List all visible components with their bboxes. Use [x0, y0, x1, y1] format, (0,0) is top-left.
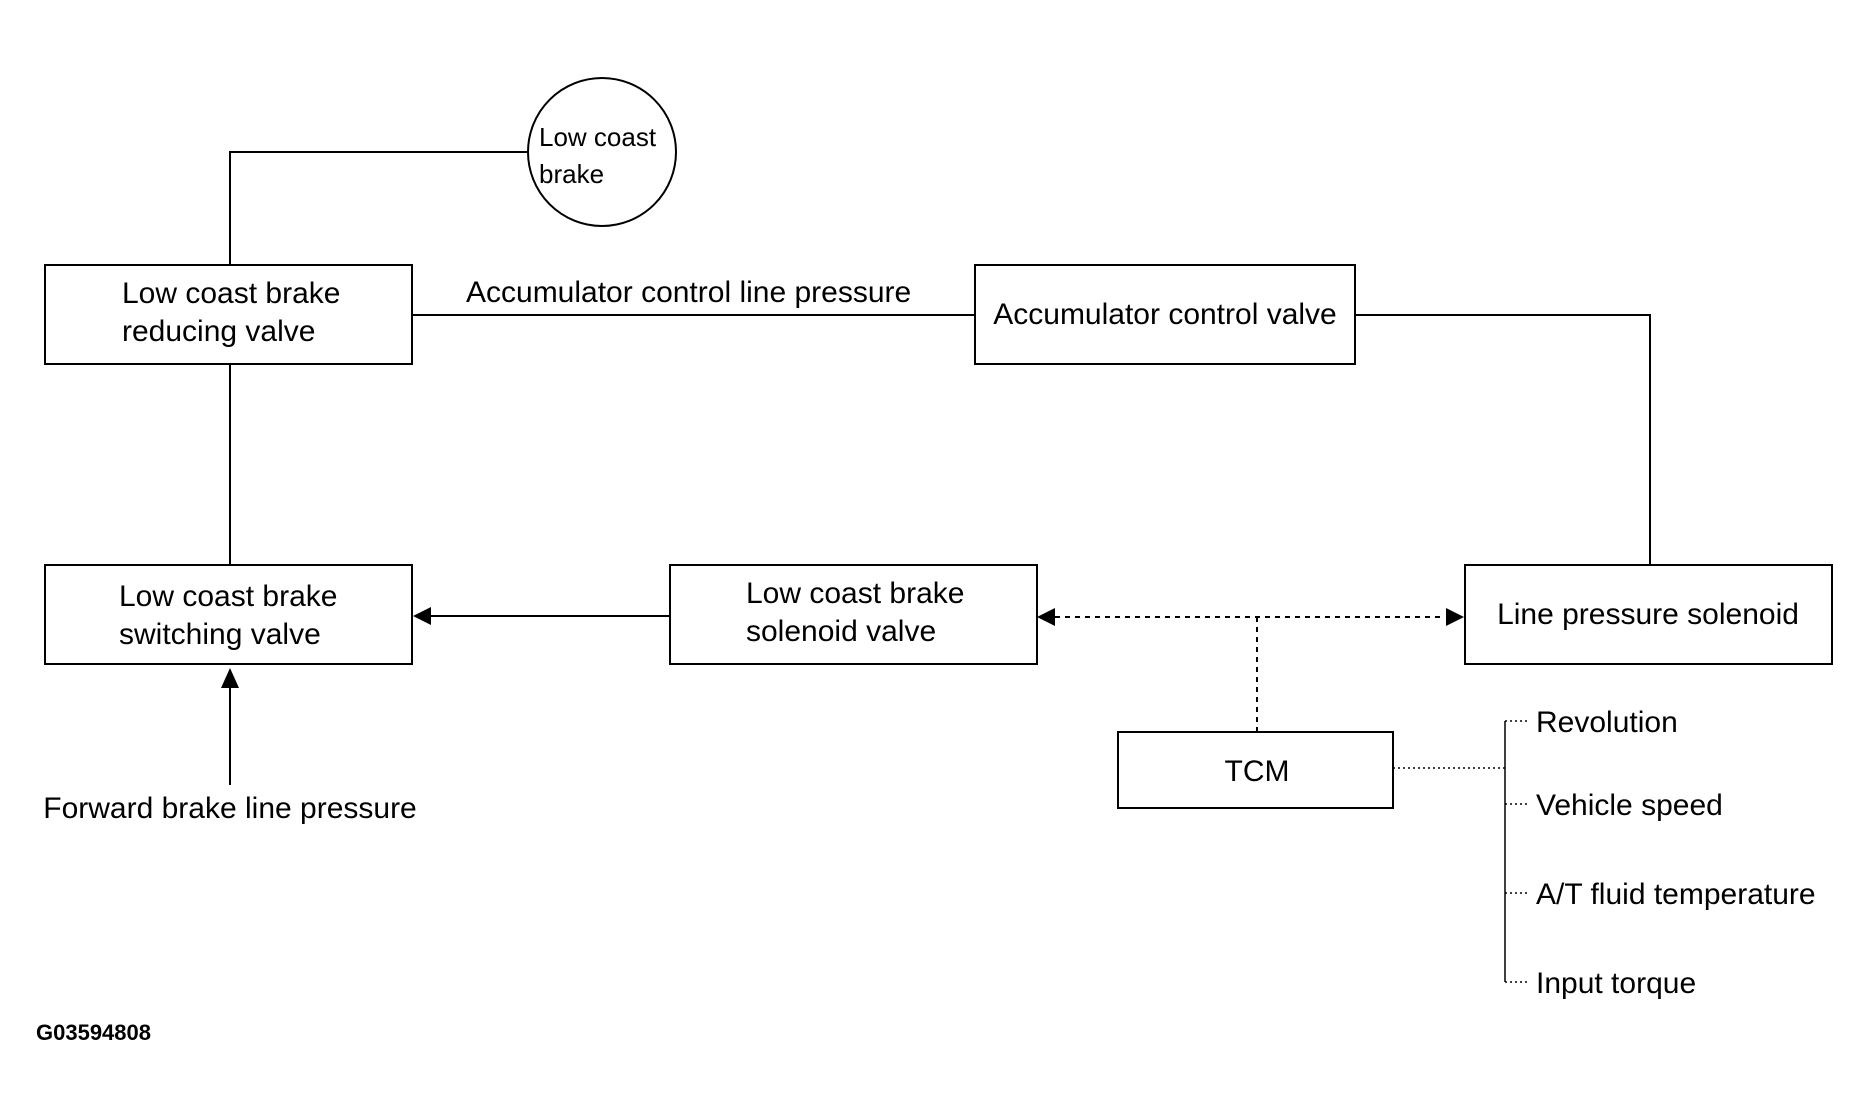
- solenoid-valve-node: Low coast brake solenoid valve: [669, 564, 1038, 665]
- tcm-label: TCM: [1225, 755, 1290, 788]
- tcm-input-vehicle-speed: Vehicle speed: [1536, 789, 1723, 822]
- low-coast-brake-line2: brake: [539, 159, 604, 189]
- connectors: [221, 151, 1651, 983]
- line-solenoid-arrowhead: [1446, 608, 1464, 626]
- solenoid-valve-arrowhead: [1037, 608, 1055, 626]
- tcm-inputs: Revolution Vehicle speed A/T fluid tempe…: [1536, 706, 1816, 1000]
- low-coast-brake-node: Low coast brake: [527, 77, 677, 227]
- figure-code: G03594808: [36, 1020, 151, 1045]
- reducing-valve-node: Low coast brake reducing valve: [44, 264, 413, 365]
- accumulator-valve-label: Accumulator control valve: [993, 298, 1336, 331]
- switching-arrowhead: [413, 607, 431, 625]
- forward-brake-arrowhead: [221, 668, 239, 688]
- reducing-valve-line1: Low coast brake: [122, 277, 340, 310]
- accumulator-to-solenoid-line: [1355, 314, 1651, 565]
- tcm-input-fluid-temperature: A/T fluid temperature: [1536, 878, 1816, 911]
- tcm-node: TCM: [1117, 731, 1394, 809]
- line-pressure-solenoid-node: Line pressure solenoid: [1464, 564, 1833, 665]
- solenoid-valve-line1: Low coast brake: [746, 577, 964, 610]
- switching-valve-line1: Low coast brake: [119, 580, 337, 613]
- switching-valve-line2: switching valve: [119, 618, 321, 651]
- tcm-input-torque: Input torque: [1536, 967, 1696, 1000]
- accumulator-line-label: Accumulator control line pressure: [466, 276, 911, 309]
- tcm-input-revolution: Revolution: [1536, 706, 1678, 739]
- forward-brake-label: Forward brake line pressure: [43, 792, 417, 825]
- line-pressure-solenoid-label: Line pressure solenoid: [1497, 598, 1799, 631]
- low-coast-brake-line1: Low coast: [539, 122, 657, 152]
- brake-to-reducing-line: [229, 151, 528, 265]
- accumulator-valve-node: Accumulator control valve: [974, 264, 1356, 365]
- switching-valve-node: Low coast brake switching valve: [44, 564, 413, 665]
- solenoid-valve-line2: solenoid valve: [746, 615, 936, 648]
- reducing-valve-line2: reducing valve: [122, 315, 315, 348]
